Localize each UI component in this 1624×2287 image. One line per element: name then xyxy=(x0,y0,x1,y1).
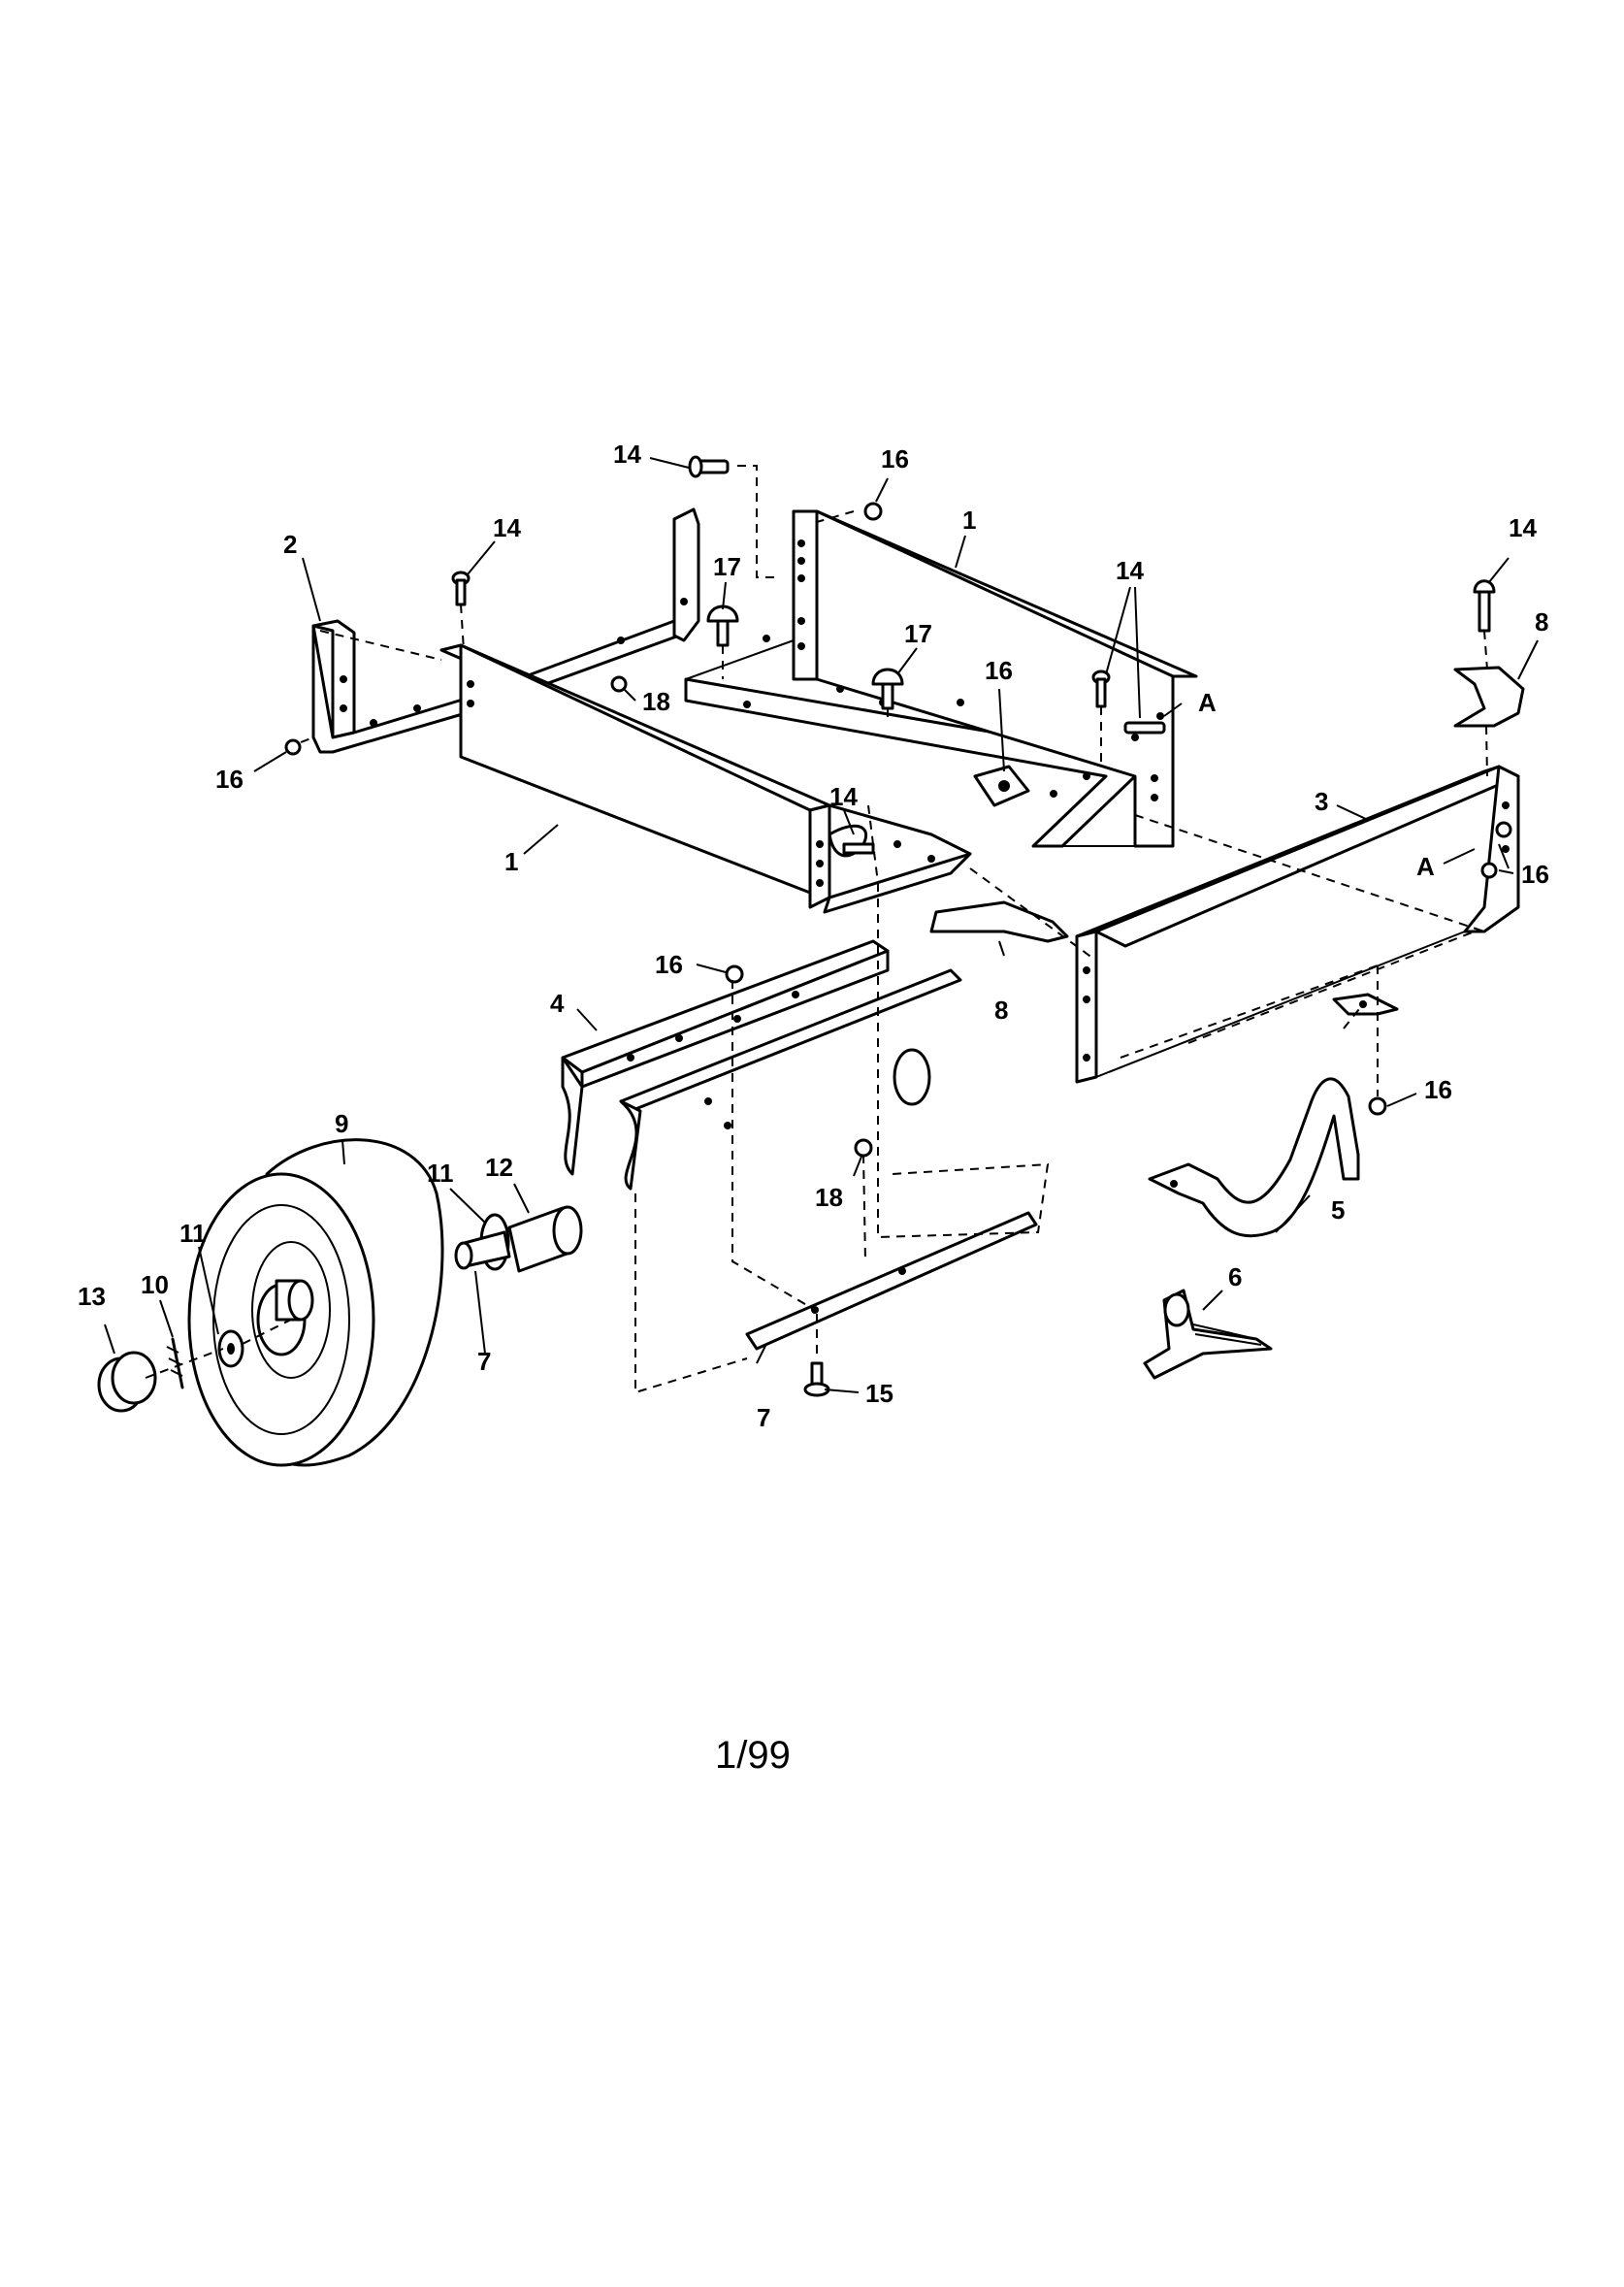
callout-A: A xyxy=(1198,688,1217,717)
callout-16: 16 xyxy=(1521,860,1549,889)
callout-12: 12 xyxy=(485,1153,513,1182)
callouts: 14 16 1 14 2 17 14 14 8 17 16 A 18 16 1 … xyxy=(78,440,1549,1432)
part-1-rear-frame xyxy=(684,509,1198,848)
callout-14: 14 xyxy=(613,440,641,469)
part-12-spacer xyxy=(507,1205,583,1273)
callout-14: 14 xyxy=(493,513,521,542)
nut-16-center xyxy=(973,765,1030,807)
part-11-washer-left xyxy=(217,1329,244,1368)
carriage-bolt-17-left xyxy=(706,604,739,647)
callout-17: 17 xyxy=(904,619,932,648)
part-6-hitch xyxy=(1143,1289,1273,1380)
callout-2: 2 xyxy=(283,530,297,559)
callout-9: 9 xyxy=(335,1109,348,1138)
callout-11: 11 xyxy=(179,1219,207,1248)
part-7-axle-bar xyxy=(745,1211,1038,1351)
callout-16: 16 xyxy=(215,765,244,794)
nut-18-lower xyxy=(854,1138,873,1158)
page-number: 1/99 xyxy=(715,1734,791,1777)
bolt-14-center-a xyxy=(1091,670,1111,708)
callout-3: 3 xyxy=(1315,787,1328,816)
part-8-shim-lower xyxy=(929,900,1069,943)
callout-6: 6 xyxy=(1228,1262,1242,1291)
nut-16-axle xyxy=(725,964,744,984)
callout-11: 11 xyxy=(427,1159,454,1188)
callout-8: 8 xyxy=(994,996,1008,1025)
callout-A: A xyxy=(1416,852,1435,881)
part-3-right-frame xyxy=(1075,765,1520,1084)
nut-16-tow xyxy=(1368,1096,1387,1116)
part-axle-shaft xyxy=(454,1230,511,1270)
callout-15: 15 xyxy=(865,1379,893,1408)
bolt-15 xyxy=(803,1361,830,1397)
callout-16: 16 xyxy=(1424,1075,1452,1104)
part-5-tow-bracket xyxy=(1148,993,1399,1238)
callout-18: 18 xyxy=(642,687,670,716)
callout-14: 14 xyxy=(1116,556,1144,585)
callout-10: 10 xyxy=(141,1270,169,1299)
callout-16: 16 xyxy=(881,444,909,474)
callout-8: 8 xyxy=(1535,607,1548,637)
bolt-14-right xyxy=(1473,579,1496,633)
part-13-hub-cap xyxy=(97,1351,157,1413)
callout-13: 13 xyxy=(78,1282,106,1311)
nut-16-right xyxy=(1480,821,1512,879)
callout-5: 5 xyxy=(1331,1195,1345,1225)
callout-7: 7 xyxy=(757,1403,770,1432)
nut-18-upper xyxy=(610,675,628,693)
leader-lines xyxy=(104,457,1539,1393)
callout-7: 7 xyxy=(477,1347,491,1376)
callout-14: 14 xyxy=(829,782,858,811)
callout-17: 17 xyxy=(713,552,741,581)
callout-18: 18 xyxy=(815,1183,843,1212)
nut-16-top xyxy=(863,502,883,521)
bolt-14-left xyxy=(451,571,471,606)
bolt-14-center-b xyxy=(1123,721,1166,735)
callout-1: 1 xyxy=(504,847,518,876)
callout-16: 16 xyxy=(655,950,683,979)
assembly-lines xyxy=(145,465,1488,1394)
part-10-cotter-pin xyxy=(166,1337,184,1389)
part-4-axle-channel xyxy=(561,939,962,1191)
bolt-14-lower xyxy=(828,824,875,858)
callout-4: 4 xyxy=(550,989,565,1018)
callout-14: 14 xyxy=(1509,513,1537,542)
nut-16-left xyxy=(284,738,302,756)
callout-1: 1 xyxy=(962,506,976,535)
part-9-wheel xyxy=(187,1138,444,1467)
part-8-shim-upper xyxy=(1453,666,1525,728)
bolt-14-top xyxy=(688,455,730,478)
callout-16: 16 xyxy=(985,656,1013,685)
